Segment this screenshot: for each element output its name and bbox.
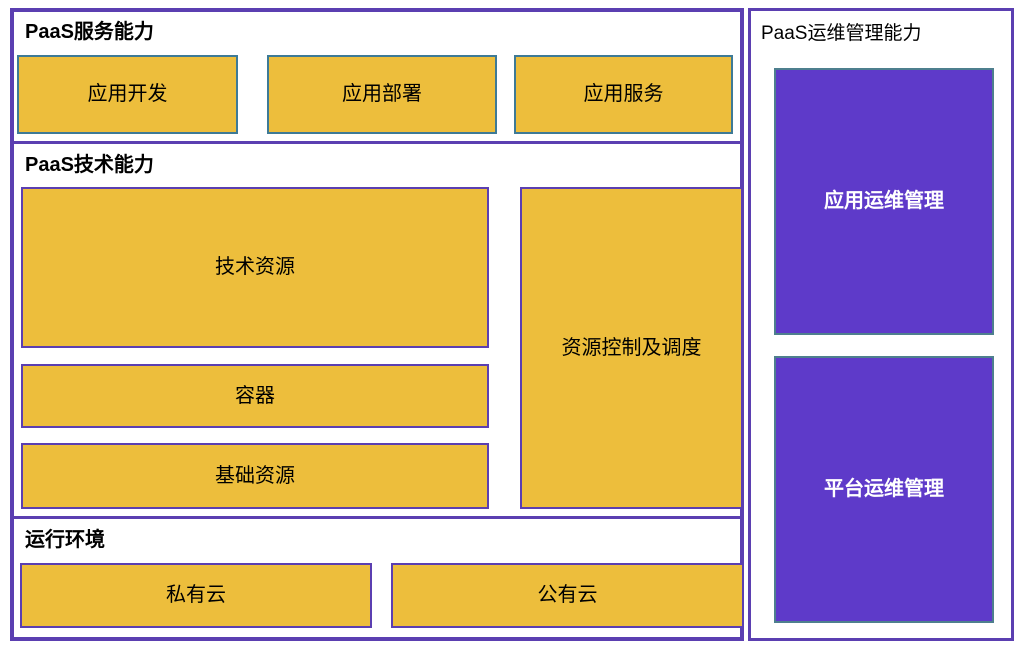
box-app-deployment[interactable]: 应用部署 — [267, 55, 497, 134]
box-technical-resources[interactable]: 技术资源 — [21, 187, 489, 348]
box-container[interactable]: 容器 — [21, 364, 489, 428]
box-label: 容器 — [235, 384, 275, 407]
section-label-paas-ops-management-capability: PaaS运维管理能力 — [761, 23, 922, 44]
box-label: 公有云 — [537, 584, 598, 606]
section-label-paas-technical-capability: PaaS技术能力 — [25, 154, 154, 176]
box-public-cloud[interactable]: 公有云 — [391, 563, 744, 628]
box-app-development[interactable]: 应用开发 — [17, 55, 238, 134]
box-platform-ops-management[interactable]: 平台运维管理 — [774, 356, 994, 623]
box-label: 资源控制及调度 — [561, 336, 702, 359]
box-label: 应用运维管理 — [824, 190, 944, 212]
box-application-ops-management[interactable]: 应用运维管理 — [774, 68, 994, 335]
box-resource-control-and-scheduling[interactable]: 资源控制及调度 — [520, 187, 743, 509]
box-label: 基础资源 — [215, 464, 295, 487]
box-app-service[interactable]: 应用服务 — [514, 55, 733, 134]
box-label: 私有云 — [166, 584, 226, 606]
box-label: 应用部署 — [342, 83, 422, 105]
section-label-runtime-environment: 运行环境 — [25, 529, 105, 551]
box-label: 应用服务 — [583, 83, 664, 105]
box-private-cloud[interactable]: 私有云 — [20, 563, 372, 628]
box-label: 平台运维管理 — [824, 478, 944, 500]
box-label: 应用开发 — [87, 83, 168, 105]
section-label-paas-service-capability: PaaS服务能力 — [25, 21, 154, 43]
box-basic-resources[interactable]: 基础资源 — [21, 443, 489, 509]
box-label: 技术资源 — [215, 256, 295, 278]
